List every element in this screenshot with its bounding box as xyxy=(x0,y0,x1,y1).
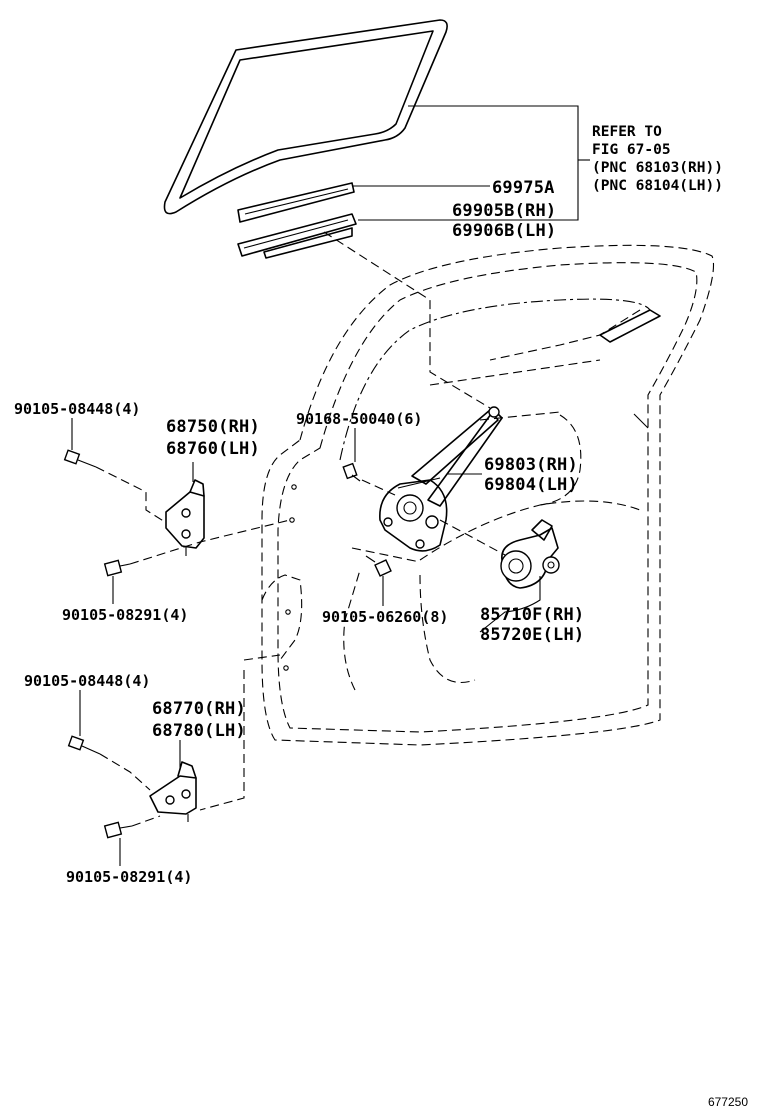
window-motor[interactable] xyxy=(500,519,560,589)
label-regulator-rh: 69803(RH) xyxy=(484,455,578,475)
label-upper-hinge-lh: 68760(LH) xyxy=(166,439,260,459)
lower-hinge-bolt-bottom[interactable] xyxy=(103,821,133,839)
channel-link xyxy=(323,231,491,409)
motor-leader xyxy=(479,576,541,633)
refer-line-2: FIG 67-05 xyxy=(592,142,671,158)
glass-run-channel[interactable] xyxy=(237,182,355,223)
reg-bolt-dash xyxy=(361,479,396,496)
motor-bolt-dash xyxy=(351,547,421,563)
label-channel-lh: 69906B(LH) xyxy=(452,221,556,241)
label-lower-hinge-lower-bolt: 90105-08291(4) xyxy=(66,868,192,886)
upper-hinge[interactable] xyxy=(165,479,205,556)
label-lower-hinge-rh: 68770(RH) xyxy=(152,699,246,719)
window-channel[interactable] xyxy=(237,213,357,259)
label-regulator-bolt: 90168-50040(6) xyxy=(296,410,422,428)
label-channel-rh: 69905B(RH) xyxy=(452,201,556,221)
lower-hinge-dash-b xyxy=(199,670,245,811)
upper-bolt-dash xyxy=(95,466,166,523)
lower-hinge-dash-a xyxy=(243,654,281,661)
label-glass-run: 69975A xyxy=(492,178,555,198)
window-regulator[interactable] xyxy=(379,406,503,552)
label-upper-hinge-lower-bolt: 90105-08291(4) xyxy=(62,606,188,624)
label-motor-bolt: 90105-06260(8) xyxy=(322,608,448,626)
label-upper-hinge-bolt: 90105-08448(4) xyxy=(14,400,140,418)
refer-line-4: (PNC 68104(LH)) xyxy=(592,178,723,194)
upper-hinge-bolt-top[interactable] xyxy=(63,449,97,468)
label-motor-rh: 85710F(RH) xyxy=(480,605,584,625)
regulator-bolt[interactable] xyxy=(342,462,361,482)
refer-line-1: REFER TO xyxy=(592,124,662,140)
lower-bolt-dash xyxy=(99,753,151,791)
label-regulator-lh: 69804(LH) xyxy=(484,475,578,495)
lower-hinge-bolt-top[interactable] xyxy=(67,735,101,755)
belt-line-bar xyxy=(599,309,661,343)
motor-bolt[interactable] xyxy=(365,555,392,577)
figure-id: 677250 xyxy=(708,1095,748,1109)
lower-lower-dash xyxy=(131,815,161,827)
door-frame xyxy=(261,244,715,746)
label-upper-hinge-rh: 68750(RH) xyxy=(166,417,260,437)
motor-dash xyxy=(439,519,506,556)
hinge-pillar xyxy=(261,484,303,671)
upper-hinge-bolt-bottom[interactable] xyxy=(103,559,131,577)
reference-bracket xyxy=(352,105,590,221)
lower-hinge[interactable] xyxy=(149,761,197,822)
refer-line-3: (PNC 68103(RH)) xyxy=(592,160,723,176)
label-motor-lh: 85720E(LH) xyxy=(480,625,584,645)
label-lower-hinge-lh: 68780(LH) xyxy=(152,721,246,741)
upper-lower-dash xyxy=(129,519,291,565)
door-glass[interactable] xyxy=(163,19,448,215)
label-lower-hinge-bolt: 90105-08448(4) xyxy=(24,672,150,690)
